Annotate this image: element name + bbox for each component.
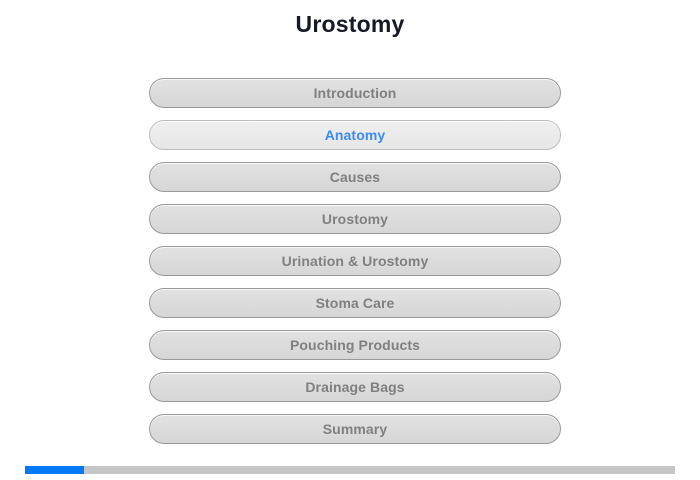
menu-button-urination-urostomy[interactable]: Urination & Urostomy: [149, 246, 561, 276]
menu-button-label: Anatomy: [324, 127, 386, 143]
menu-button-introduction[interactable]: Introduction: [149, 78, 561, 108]
menu-button-anatomy[interactable]: Anatomy: [149, 120, 561, 150]
menu-button-drainage-bags[interactable]: Drainage Bags: [149, 372, 561, 402]
menu-button-label: Urostomy: [321, 211, 389, 227]
menu-button-urostomy[interactable]: Urostomy: [149, 204, 561, 234]
menu-button-label: Introduction: [313, 85, 397, 101]
menu-button-label: Drainage Bags: [305, 379, 405, 395]
progress-track: [25, 466, 675, 474]
menu-button-label: Urination & Urostomy: [281, 253, 429, 269]
menu-button-label: Summary: [322, 421, 388, 437]
menu-button-pouching-products[interactable]: Pouching Products: [149, 330, 561, 360]
progress-bar[interactable]: [25, 466, 675, 474]
menu-button-label: Causes: [329, 169, 381, 185]
menu-button-causes[interactable]: Causes: [149, 162, 561, 192]
menu-button-stoma-care[interactable]: Stoma Care: [149, 288, 561, 318]
progress-fill: [25, 466, 84, 474]
page-title: Urostomy: [295, 11, 405, 37]
menu-button-label: Stoma Care: [315, 295, 395, 311]
menu-button-label: Pouching Products: [289, 337, 421, 353]
menu-button-summary[interactable]: Summary: [149, 414, 561, 444]
